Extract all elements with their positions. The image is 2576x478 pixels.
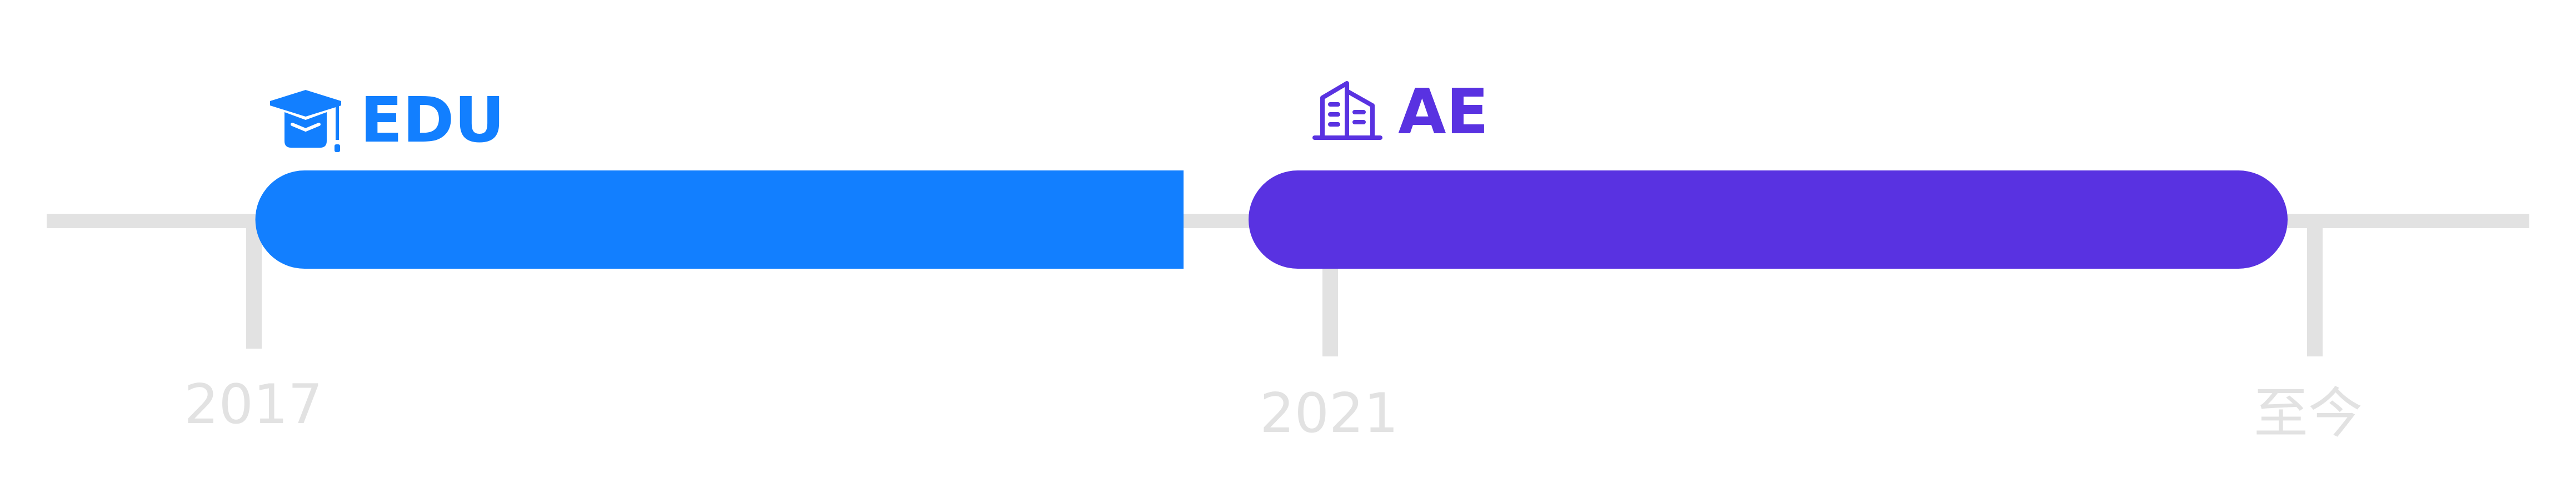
tick-mark-2017 [246, 221, 262, 349]
tick-mark-present [2307, 221, 2323, 356]
office-building-icon [1312, 81, 1382, 140]
tick-label-present: 至今 [2254, 382, 2363, 445]
ae-bar [1249, 170, 2288, 269]
graduation-cap-icon [270, 90, 341, 152]
ae-label: AE [1398, 76, 1489, 148]
tick-label-2017: 2017 [184, 373, 322, 436]
edu-label: EDU [360, 84, 505, 157]
tick-mark-2021 [1322, 261, 1338, 356]
edu-bar [255, 170, 1184, 269]
tick-label-2021: 2021 [1260, 382, 1398, 445]
